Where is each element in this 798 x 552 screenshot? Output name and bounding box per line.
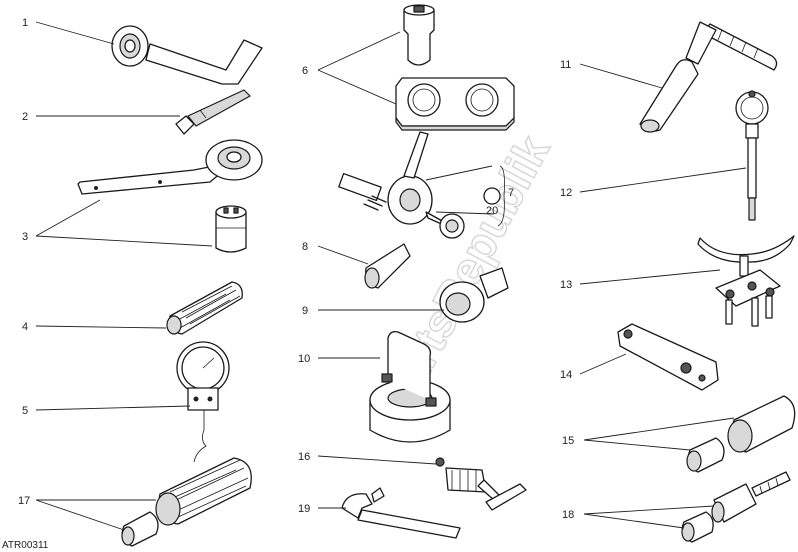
tool-10-lifting-drum	[369, 330, 451, 443]
callout-19: 19	[298, 503, 310, 515]
callout-2: 2	[22, 111, 28, 123]
tool-14-locking-plate	[617, 323, 719, 391]
callout-11: 11	[560, 59, 571, 71]
tool-3-pin-spanner-and-socket	[77, 139, 263, 253]
tool-15-sleeves	[686, 395, 796, 473]
tool-11-cranked-handle	[639, 21, 778, 133]
callout-3: 3	[22, 231, 28, 243]
callout-16: 16	[298, 451, 310, 463]
tool-16-t-handle-puller	[435, 457, 527, 511]
tool-4-knurled-drift	[166, 281, 243, 335]
tool-13-three-leg-puller	[697, 235, 795, 327]
callout-20: 20	[486, 205, 498, 217]
callout-6: 6	[302, 65, 308, 77]
tool-1-ring-spanner	[111, 25, 263, 85]
tool-17-knurled-sleeve	[121, 457, 252, 547]
tool-2-pin-tool	[175, 89, 251, 135]
leader-lines	[35, 21, 747, 531]
tool-5-dial-gauge	[176, 341, 230, 463]
callout-12: 12	[560, 187, 572, 199]
tool-7-flywheel-puller	[338, 131, 505, 239]
callout-18: 18	[562, 509, 574, 521]
tool-6-socket-and-plate	[395, 4, 515, 131]
callout-10: 10	[298, 353, 310, 365]
callout-4: 4	[22, 321, 28, 333]
callout-17: 17	[18, 495, 30, 507]
tool-19-hook-wrench	[341, 487, 461, 539]
callout-7: 7	[508, 187, 514, 199]
tool-9-adapter-sleeve	[439, 267, 509, 323]
callout-14: 14	[560, 369, 572, 381]
callout-1: 1	[22, 17, 28, 29]
callout-8: 8	[302, 241, 308, 253]
callout-9: 9	[302, 305, 308, 317]
callout-13: 13	[560, 279, 572, 291]
tool-8-cone-guide	[364, 243, 411, 289]
tool-18-threaded-drift	[681, 471, 791, 543]
reference-code: ATR00311	[2, 540, 49, 551]
callout-15: 15	[562, 435, 574, 447]
callout-5: 5	[22, 405, 28, 417]
tool-12-dial-gauge-stem	[735, 90, 769, 221]
